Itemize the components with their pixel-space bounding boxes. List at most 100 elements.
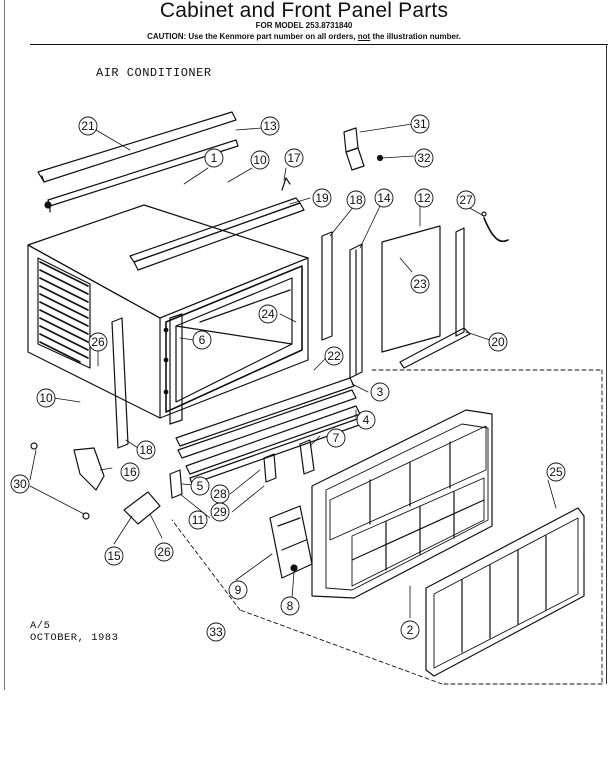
callout-number: 29 (213, 505, 227, 519)
callout-bubble (154, 542, 174, 562)
part-19-rail (129, 197, 305, 271)
callout-leaders (29, 123, 557, 619)
callout-number: 2 (407, 623, 414, 637)
callout-bubble (78, 116, 98, 136)
callout-number: 12 (417, 191, 431, 205)
left-margin-line (4, 0, 5, 690)
callout-bubble (228, 580, 248, 600)
callout-number: 14 (377, 191, 391, 205)
callout-bubble (370, 382, 390, 402)
part-14-strip (349, 243, 363, 379)
part-30-screw-b (82, 512, 90, 520)
callout-number: 27 (459, 193, 473, 207)
callout-number: 16 (123, 465, 137, 479)
callout-bubble (192, 330, 212, 350)
caution-text-prefix: CAUTION: Use the Kenmore part number on … (147, 32, 358, 41)
part-28-clip (263, 453, 277, 483)
callout-bubble (120, 462, 140, 482)
callout-bubble (260, 116, 280, 136)
part-27-tube (481, 211, 509, 243)
part-33-group-outline (171, 369, 603, 685)
callout-bubble (410, 114, 430, 134)
part-21-top-rail (37, 111, 237, 183)
callout-number: 18 (349, 193, 363, 207)
part-1-cabinet (27, 204, 309, 419)
callout-number: 32 (417, 151, 431, 165)
part-12-panel (381, 225, 441, 353)
callout-number: 26 (157, 545, 171, 559)
callout-bubble (356, 410, 376, 430)
callout-bubble (280, 596, 300, 616)
diagram-subtitle: AIR CONDITIONER (96, 66, 212, 80)
sheet-number: A/5 (30, 620, 51, 632)
callout-number: 19 (315, 191, 329, 205)
part-25-filter (425, 507, 585, 677)
callout-bubble (284, 148, 304, 168)
callout-bubble (36, 388, 56, 408)
callout-bubble (414, 148, 434, 168)
callout-number: 8 (287, 599, 294, 613)
callout-bubble (400, 620, 420, 640)
callout-bubble (258, 304, 278, 324)
callout-bubble (324, 346, 344, 366)
part-18-right-strip (321, 231, 333, 341)
callout-number: 18 (139, 443, 153, 457)
callout-number: 17 (287, 151, 301, 165)
model-number: FOR MODEL 253.8731840 (255, 21, 353, 30)
part-20-l-strip (399, 227, 471, 369)
callout-bubble (88, 332, 108, 352)
callout-number: 5 (197, 479, 204, 493)
callout-bubble (546, 462, 566, 482)
callout-number: 25 (549, 465, 563, 479)
part-5-clip (169, 469, 183, 499)
callout-bubble (250, 150, 270, 170)
callout-bubble (190, 476, 210, 496)
callout-bubble (414, 188, 434, 208)
callout-bubble (326, 428, 346, 448)
callout-number: 26 (91, 335, 105, 349)
part-16-bracket (73, 447, 105, 491)
callout-bubble (488, 332, 508, 352)
callout-bubble (204, 148, 224, 168)
part-6-side-piece (169, 313, 183, 425)
page-title: Cabinet and Front Panel Parts (159, 0, 449, 22)
part-15-bracket (123, 491, 161, 525)
caution-note: CAUTION: Use the Kenmore part number on … (0, 32, 608, 41)
part-2-front-panel (311, 409, 493, 599)
callout-bubble (312, 188, 332, 208)
callout-bubble (374, 188, 394, 208)
callout-number: 30 (13, 477, 27, 491)
print-date: OCTOBER, 1983 (30, 632, 119, 644)
callout-bubble (210, 502, 230, 522)
callout-number: 28 (213, 487, 227, 501)
callout-bubble (104, 546, 124, 566)
part-8-knob (290, 564, 298, 572)
part-31-bracket (343, 127, 365, 171)
caution-text-suffix: the illustration number. (370, 32, 461, 41)
callout-number: 31 (413, 117, 427, 131)
callout-number: 7 (333, 431, 340, 445)
callout-number: 23 (413, 277, 427, 291)
callout-bubble (188, 510, 208, 530)
callout-number: 33 (209, 625, 223, 639)
callout-number: 6 (199, 333, 206, 347)
callout-number: 9 (235, 583, 242, 597)
caution-text-not: not (357, 32, 371, 41)
right-margin-line (606, 44, 607, 684)
callout-bubble (136, 440, 156, 460)
callout-number: 4 (363, 413, 370, 427)
callout-number: 21 (81, 119, 95, 133)
part-7-clip (299, 439, 315, 475)
callout-bubble (456, 190, 476, 210)
callout-number: 20 (491, 335, 505, 349)
callout-number: 13 (263, 119, 277, 133)
callout-bubble (10, 474, 30, 494)
callout-number: 22 (327, 349, 341, 363)
callout-number: 11 (192, 513, 205, 527)
callout-number: 15 (107, 549, 121, 563)
callout-bubble (410, 274, 430, 294)
part-17-bracket (281, 177, 291, 191)
